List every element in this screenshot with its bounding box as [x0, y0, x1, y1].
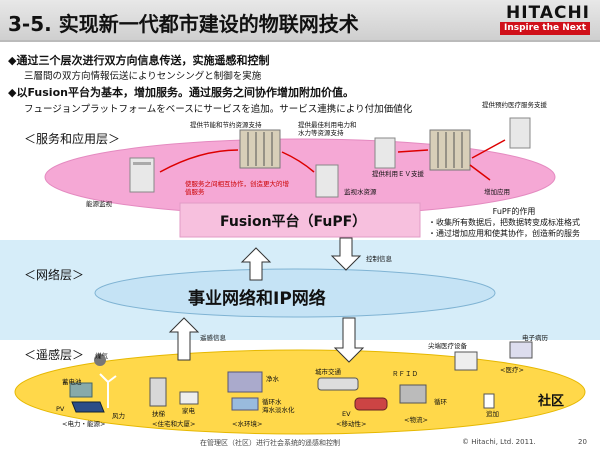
- label-cooperation: 使服务之间相互协作，创造更大的增值服务: [185, 180, 289, 196]
- arrow-network-down: [333, 317, 365, 363]
- page-number: 20: [578, 438, 587, 446]
- footer-copyright: © Hitachi, Ltd. 2011.: [462, 438, 536, 446]
- arrow-network-up: [168, 317, 200, 361]
- rfid-reader-icon: [399, 384, 427, 404]
- category-housing: <住宅和大厦>: [152, 420, 196, 428]
- label-water-monitor: 监视水资源: [344, 188, 377, 196]
- server-icon: [129, 157, 155, 193]
- label-community: 社区: [538, 394, 565, 409]
- label-circulation: 循环: [434, 398, 447, 406]
- fupf-role-item-2: ・通过增加应用和使其协作，创造新的服务: [428, 229, 580, 238]
- coal-gas-icon: [94, 354, 106, 366]
- bullet-2-cn: ◆以Fusion平台为基本，增加服务。通过服务之间协作增加附加价值。: [8, 86, 354, 99]
- server-icon: [374, 137, 396, 169]
- server-rack-icon: [429, 129, 471, 171]
- category-medical: <医疗>: [500, 366, 524, 374]
- hitachi-logo: HITACHI Inspire the Next: [499, 3, 590, 35]
- network-ellipse: [94, 268, 496, 318]
- label-pv: PV: [56, 405, 65, 413]
- cooperation-arrows: [159, 139, 506, 181]
- page-title: 3-5. 实现新一代都市建设的物联网技术: [8, 12, 359, 36]
- layer-label-service: ＜服务和应用层＞: [24, 132, 121, 146]
- label-add-app: 增加应用: [484, 188, 510, 196]
- appliance-icon: [179, 391, 199, 405]
- server-rack-icon: [239, 129, 281, 169]
- category-water: <水环境>: [232, 420, 263, 428]
- water-plant-icon: [227, 371, 263, 393]
- label-clean-water: 净水: [266, 375, 279, 383]
- label-control-info: 控制信息: [366, 255, 392, 263]
- network-label: 事业网络和IP网络: [188, 289, 326, 309]
- label-e-record: 电子病历: [522, 334, 548, 342]
- fupf-role-item-1: ・收集所有数据后，把数据转变成标准格式: [428, 218, 580, 227]
- label-elevator: 扶梯: [152, 410, 165, 418]
- sensing-layer-ellipse: [14, 349, 586, 435]
- plus-icon: [483, 393, 495, 409]
- bullet-2-jp: フュージョンプラットフォームをベースにサービスを追加。サービス連携により付加価値…: [24, 104, 413, 115]
- category-mobility: <移动性>: [336, 420, 367, 428]
- arrow-control-info: [330, 237, 362, 271]
- bullet-1-cn: ◆通过三个层次进行双方向信息传送，实施遥感和控制: [8, 54, 270, 67]
- train-icon: [317, 377, 359, 391]
- fusion-platform-label: Fusion平台（FuPF）: [220, 214, 367, 230]
- category-energy: <电力・能源>: [62, 420, 106, 428]
- footer-caption: 在管理区（社区）进行社会系统的遥感和控制: [200, 439, 340, 447]
- server-icon: [315, 164, 339, 198]
- wind-turbine-icon: [99, 373, 117, 408]
- bullet-1-jp: 三層間の双方向情報伝送によりセンシングと制御を実施: [24, 71, 262, 82]
- label-add: 追加: [486, 410, 499, 418]
- label-coal-gas: 煤气: [95, 352, 108, 360]
- ev-car-icon: [354, 397, 388, 411]
- label-wind: 风力: [112, 412, 125, 420]
- fupf-role-note: FuPF的作用 ・收集所有数据后，把数据转变成标准格式 ・通过增加应用和使其协作…: [428, 206, 600, 239]
- title-bar: [0, 0, 600, 42]
- solar-panel-icon: [71, 401, 105, 413]
- label-ev: EV: [342, 410, 351, 418]
- label-sensing-info: 遥感信息: [200, 334, 226, 342]
- logo-wordmark: HITACHI: [505, 3, 590, 23]
- battery-icon: [69, 382, 93, 398]
- label-energy-monitor: 能源监视: [86, 200, 112, 208]
- arrow-sensing-info: [240, 247, 272, 281]
- label-medical-support: 提供预约医疗服务支援: [482, 101, 547, 109]
- category-logistics: <物流>: [404, 416, 428, 424]
- water-tank-icon: [231, 397, 259, 411]
- logo-tagline: Inspire the Next: [499, 22, 590, 35]
- label-battery: 蓄电池: [62, 378, 82, 386]
- medical-equipment-icon: [454, 351, 478, 371]
- label-ev-support: 提供利用ＥＶ支援: [372, 170, 424, 178]
- label-city-traffic: 城市交通: [315, 368, 341, 376]
- fupf-role-title: FuPF的作用: [492, 207, 536, 216]
- computer-icon: [509, 341, 533, 359]
- server-icon: [509, 117, 531, 149]
- label-advanced-medical: 尖端医疗设备: [428, 342, 467, 350]
- label-appliance: 家电: [182, 407, 195, 415]
- layer-label-network: ＜网络层＞: [24, 268, 85, 282]
- label-rfid: ＲＦＩＤ: [392, 370, 418, 378]
- layer-label-sensing: ＜遥感层＞: [24, 348, 85, 362]
- label-energy-saving-support: 提供节能和节约资源支持: [190, 121, 262, 129]
- label-recycle: 循环水 海水淡水化: [262, 398, 295, 414]
- building-icon: [149, 377, 167, 407]
- fusion-box: [179, 202, 421, 238]
- label-renewable-support: 提供最佳利用电力和水力等资源支持: [298, 121, 357, 137]
